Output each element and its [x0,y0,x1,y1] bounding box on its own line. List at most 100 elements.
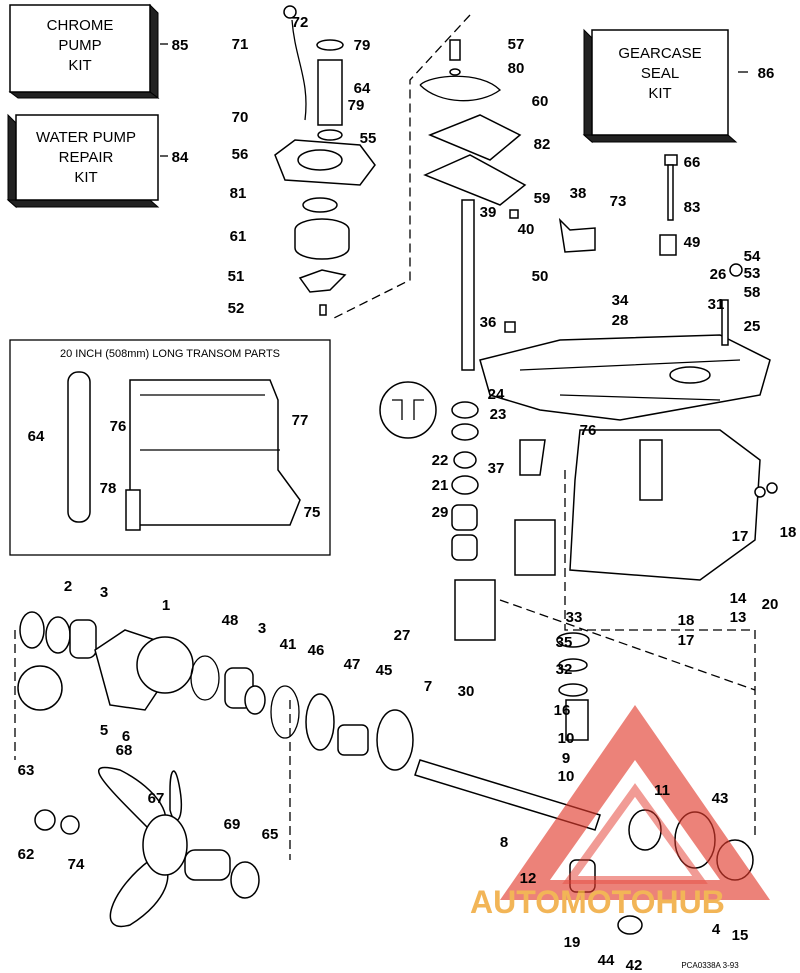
gearcase-seal-kit-box: GEARCASE SEAL KIT 86 [582,28,775,144]
callout: 30 [458,683,475,700]
callout: 14 [730,590,747,607]
callout: 59 [534,190,551,207]
callout: 10 [558,768,575,785]
callout: 23 [490,406,507,423]
propeller [34,766,260,928]
callout: 8 [500,834,508,851]
kit-label: GEARCASE [618,45,701,62]
callout: 4 [712,921,721,938]
callout: 84 [172,149,189,166]
callout: 85 [172,37,189,54]
callout: 10 [558,730,575,747]
callouts: 72 71 79 64 79 70 55 56 81 61 51 52 57 8… [18,14,797,973]
callout: 76 [580,422,597,439]
callout: 67 [148,790,165,807]
kit-label: KIT [68,57,91,74]
callout: 79 [348,97,365,114]
callout: 40 [518,221,535,238]
callout: 18 [780,524,797,541]
callout: 32 [556,661,573,678]
callout: 7 [424,678,432,695]
propshaft-parts [17,611,754,935]
callout: 15 [732,927,749,944]
callout: 43 [712,790,729,807]
callout: 50 [532,268,549,285]
callout: 82 [534,136,551,153]
callout: 19 [564,934,581,951]
callout: 44 [598,952,615,969]
callout: 38 [570,185,587,202]
callout: 73 [610,193,627,210]
bearing-parts [379,381,590,741]
long-transom-inset: 20 INCH (508mm) LONG TRANSOM PARTS [9,339,331,556]
callout: 39 [480,204,497,221]
callout: 35 [556,634,573,651]
callout: 17 [678,632,695,649]
callout: 48 [222,612,239,629]
callout: 52 [228,300,245,317]
callout: 31 [708,296,725,313]
callout: 61 [230,228,247,245]
callout: 6 [122,728,130,745]
callout: 12 [520,870,537,887]
callout: 45 [376,662,393,679]
callout: 17 [732,528,749,545]
callout: 47 [344,656,361,673]
callout: 51 [228,268,245,285]
callout: 16 [554,702,571,719]
callout: 22 [432,452,449,469]
callout: 86 [758,65,775,82]
callout: 9 [562,750,570,767]
kit-label: WATER PUMP [36,129,136,146]
callout: 55 [360,130,377,147]
callout: 5 [100,722,108,739]
footer-code: PCA0338A 3-93 [681,961,739,970]
gearcase-housing [479,154,778,581]
callout: 20 [762,596,779,613]
callout: 49 [684,234,701,251]
kit-label: CHROME [47,17,114,34]
callout: 62 [18,846,35,863]
watermark-text: AUTOMOTOHUB [470,884,725,920]
callout: 57 [508,36,525,53]
water-pump-parts [274,5,376,316]
kit-label: KIT [74,169,97,186]
callout: 24 [488,386,505,403]
callout: 3 [258,620,266,637]
kit-label: REPAIR [59,149,114,166]
callout: 78 [100,480,117,497]
callout: 13 [730,609,747,626]
callout: 60 [532,93,549,110]
callout: 18 [678,612,695,629]
callout: 58 [744,284,761,301]
callout: 36 [480,314,497,331]
callout: 54 [744,248,761,265]
callout: 25 [744,318,761,335]
callout: 77 [292,412,309,429]
callout: 1 [162,597,170,614]
callout: 64 [354,80,371,97]
callout: 65 [262,826,279,843]
callout: 68 [116,742,133,759]
driveshaft-parts [419,39,596,371]
kit-label: SEAL [641,65,679,82]
callout: 56 [232,146,249,163]
callout: 83 [684,199,701,216]
callout: 11 [654,782,670,799]
callout: 64 [28,428,45,445]
callout: 74 [68,856,85,873]
callout: 37 [488,460,505,477]
callout: 2 [64,578,72,595]
kit-label: PUMP [58,37,101,54]
callout: 81 [230,185,247,202]
callout: 33 [566,609,583,626]
callout: 34 [612,292,629,309]
callout: 46 [308,642,325,659]
chrome-pump-kit-box: CHROME PUMP KIT 85 [8,3,189,99]
callout: 27 [394,627,411,644]
inset-title: 20 INCH (508mm) LONG TRANSOM PARTS [60,348,280,360]
callout: 75 [304,504,321,521]
water-pump-kit-box: WATER PUMP REPAIR KIT 84 [6,113,189,209]
callout: 42 [626,957,643,973]
